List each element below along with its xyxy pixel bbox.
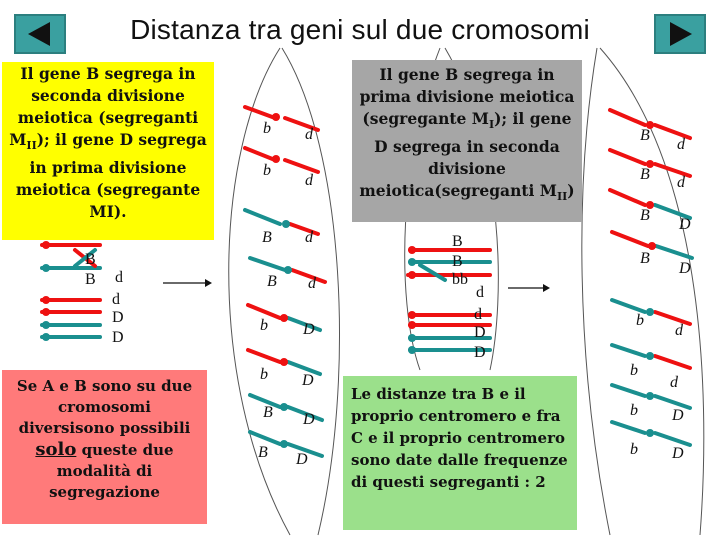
allele-label: D bbox=[112, 329, 124, 346]
arrow-right-icon bbox=[163, 279, 212, 287]
allele-label: B bbox=[452, 253, 463, 270]
allele-label: B bbox=[640, 166, 650, 183]
allele-label: d bbox=[305, 229, 313, 246]
allele-label: d bbox=[115, 269, 123, 286]
allele-label: d bbox=[670, 374, 678, 391]
allele-label: d bbox=[476, 284, 484, 301]
allele-label: D bbox=[474, 344, 486, 361]
allele-label: D bbox=[679, 260, 691, 277]
allele-label: B bbox=[267, 273, 277, 290]
allele-label: B bbox=[640, 250, 650, 267]
allele-label: d bbox=[675, 322, 683, 339]
allele-label: B bbox=[85, 271, 96, 288]
allele-label: D bbox=[474, 324, 486, 341]
allele-label: b bbox=[630, 402, 638, 419]
allele-label: B bbox=[640, 127, 650, 144]
allele-label: b bbox=[630, 441, 638, 458]
allele-label: d bbox=[112, 291, 120, 308]
allele-label: d bbox=[474, 306, 482, 323]
allele-label: b bbox=[636, 312, 644, 329]
allele-label: D bbox=[302, 372, 314, 389]
allele-label: d bbox=[305, 126, 313, 143]
arrow-right-icon bbox=[670, 22, 692, 46]
note-second-ascus: Il gene B segrega in prima divisione mei… bbox=[352, 60, 582, 222]
arrow-right-icon bbox=[508, 284, 550, 292]
allele-label: d bbox=[677, 136, 685, 153]
arrow-left-icon bbox=[28, 22, 50, 46]
allele-label: d bbox=[305, 172, 313, 189]
page-title: Distanza tra geni sul due cromosomi bbox=[130, 14, 590, 45]
allele-label: D bbox=[296, 451, 308, 468]
allele-label: bb bbox=[452, 271, 468, 288]
allele-label: D bbox=[672, 407, 684, 424]
allele-label: b bbox=[260, 366, 268, 383]
allele-label: b bbox=[263, 162, 271, 179]
allele-label: b bbox=[263, 120, 271, 137]
allele-label: b bbox=[630, 362, 638, 379]
allele-label: b bbox=[260, 317, 268, 334]
allele-label: D bbox=[679, 216, 691, 233]
allele-label: d bbox=[308, 275, 316, 292]
note-segregation-modes: Se A e B sono su due cromosomi diversiso… bbox=[2, 370, 207, 524]
note-distances: Le distanze tra B e il proprio centromer… bbox=[343, 376, 577, 530]
allele-label: D bbox=[303, 321, 315, 338]
allele-label: D bbox=[672, 445, 684, 462]
back-button[interactable] bbox=[14, 14, 66, 54]
allele-label: B bbox=[263, 404, 273, 421]
note-first-ascus: Il gene B segrega in seconda divisione m… bbox=[2, 62, 214, 240]
forward-button[interactable] bbox=[654, 14, 706, 54]
allele-label: B bbox=[262, 229, 272, 246]
allele-label: D bbox=[112, 309, 124, 326]
allele-label: B bbox=[258, 444, 268, 461]
allele-label: d bbox=[677, 174, 685, 191]
allele-label: B bbox=[452, 233, 463, 250]
allele-label: D bbox=[303, 411, 315, 428]
allele-label: B bbox=[640, 207, 650, 224]
allele-label: B bbox=[85, 251, 96, 268]
